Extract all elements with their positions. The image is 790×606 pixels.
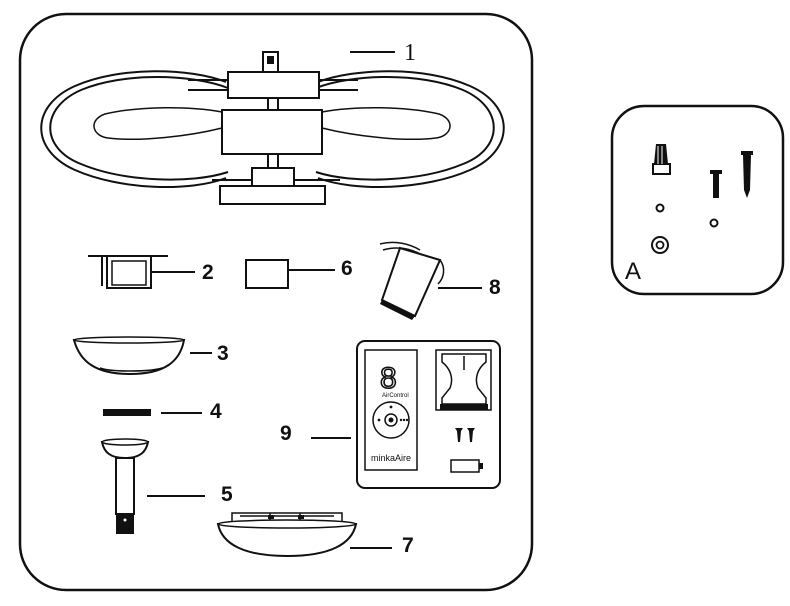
canopy-drawing <box>72 336 186 376</box>
hardware-drawing <box>651 144 753 254</box>
part-label-8: 8 <box>489 276 501 299</box>
part-label-3: 3 <box>217 342 229 365</box>
remote-digit: 8 <box>380 362 397 395</box>
wire-holder-drawing <box>379 241 445 320</box>
part-label-2: 2 <box>202 261 214 284</box>
receiver-drawing <box>245 259 289 289</box>
remote-brand: minkaAire <box>371 453 411 463</box>
part-label-6: 6 <box>341 257 353 280</box>
part-label-9: 9 <box>280 422 292 445</box>
part-label-5: 5 <box>221 483 233 506</box>
hardware-label: A <box>625 258 641 285</box>
light-kit-drawing <box>216 512 358 558</box>
part-label-1: 1 <box>404 40 416 66</box>
fan-assembly-drawing <box>40 51 505 205</box>
part-label-4: 4 <box>210 400 222 423</box>
downrod-drawing <box>100 438 150 534</box>
remote-brand-small: AirControl <box>382 393 409 399</box>
part-label-7: 7 <box>402 534 414 557</box>
remote-control-kit-drawing: 8 AirControl minkaAire <box>356 340 501 489</box>
canopy-ring-drawing <box>103 409 151 416</box>
